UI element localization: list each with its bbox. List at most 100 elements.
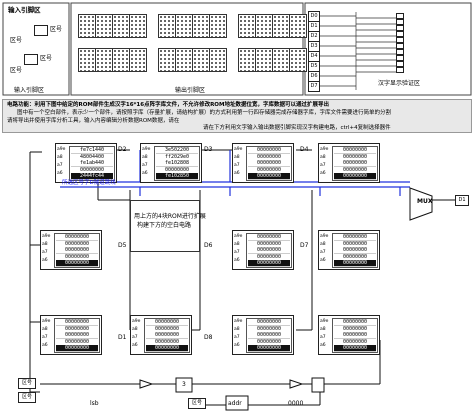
rom-pin-label: a8 bbox=[142, 155, 148, 160]
rom-pin-label: a9e bbox=[142, 147, 151, 152]
input-region-footer: 输入引脚区 bbox=[14, 87, 45, 94]
notice-line-3: 请将导出并使用字库分析工具，输入内容编辑分析数据ROM数据，请在 bbox=[7, 118, 180, 124]
label-d4: D4 bbox=[300, 146, 309, 153]
input-region-title: 输入引脚区 bbox=[8, 6, 41, 14]
display-cell bbox=[272, 48, 290, 72]
zero-label: 0000 bbox=[288, 400, 304, 407]
display-cell bbox=[238, 48, 256, 72]
test-led bbox=[396, 13, 404, 19]
rom-pin-label: a8 bbox=[234, 327, 240, 332]
label-d2: D2 bbox=[118, 146, 127, 153]
instruction-notice: 电路功能：利用下图中给定的ROM部件生成汉字16*16点阵字库文件，不允许修改R… bbox=[2, 99, 472, 133]
label-d7: D7 bbox=[300, 242, 309, 249]
rom-pin-label: a7 bbox=[234, 335, 240, 340]
display-cell bbox=[158, 14, 176, 38]
rom-pin-label: a9e bbox=[42, 319, 51, 324]
label-d1: D1 bbox=[118, 334, 127, 341]
output-region-label: 输出引脚区 bbox=[175, 87, 206, 94]
display-cell bbox=[289, 14, 307, 38]
input-pin-2-label: 区号 bbox=[40, 55, 53, 62]
mux-label: MUX bbox=[417, 198, 433, 205]
rom-pin-label: a9e bbox=[320, 234, 329, 239]
rom-pin-label: a7 bbox=[234, 163, 240, 168]
display-cell bbox=[289, 48, 307, 72]
display-cell bbox=[112, 14, 130, 38]
rom-pin-label: a8 bbox=[320, 327, 326, 332]
display-cell bbox=[272, 14, 290, 38]
bottom-input-pin-1[interactable]: 区号 bbox=[18, 378, 36, 389]
test-led bbox=[396, 25, 404, 31]
bottom-input-pin-2[interactable]: 区号 bbox=[18, 392, 36, 403]
label-d5: D5 bbox=[118, 242, 127, 249]
blank-note-1: 用上方的4块ROM进行扩展 bbox=[134, 213, 206, 220]
display-cell bbox=[78, 48, 96, 72]
rom-pin-label: a9e bbox=[132, 319, 141, 324]
display-cell bbox=[175, 14, 193, 38]
rom-pin-label: a7 bbox=[57, 163, 63, 168]
input-caption-2: 区号 bbox=[10, 67, 23, 74]
rom-pin-label: a9e bbox=[320, 147, 329, 152]
rom-pin-label: a6 bbox=[234, 171, 240, 176]
rom-pin-label: a7 bbox=[42, 250, 48, 255]
rom-pin-label: a8 bbox=[320, 155, 326, 160]
rom-data-row: 00000000 bbox=[56, 345, 98, 352]
rom-pin-label: a7 bbox=[320, 250, 326, 255]
rom-pin-label: a7 bbox=[142, 163, 148, 168]
rom-pin-label: a6 bbox=[132, 343, 138, 348]
rom-pin-label: a8 bbox=[42, 242, 48, 247]
rom-pin-label: a7 bbox=[320, 163, 326, 168]
test-led bbox=[396, 49, 404, 55]
rom-data-row: 00000000 bbox=[248, 173, 290, 180]
input-caption-1: 区号 bbox=[10, 37, 23, 44]
rom-pin-label: a9e bbox=[42, 234, 51, 239]
display-cell bbox=[158, 48, 176, 72]
rom-pin-label: a6 bbox=[42, 258, 48, 263]
test-led bbox=[396, 67, 404, 73]
display-cell bbox=[112, 48, 130, 72]
display-cell bbox=[209, 14, 227, 38]
rom-pin-label: a6 bbox=[234, 258, 240, 263]
rom-pin-label: a8 bbox=[57, 155, 63, 160]
rom-pin-label: a6 bbox=[57, 171, 63, 176]
input-pin-1[interactable] bbox=[34, 25, 48, 36]
test-led bbox=[396, 55, 404, 61]
display-cell bbox=[129, 14, 147, 38]
rom-pin-label: a9e bbox=[234, 147, 243, 152]
rom-pin-label: a6 bbox=[320, 343, 326, 348]
rom-pin-label: a7 bbox=[132, 335, 138, 340]
input-pin-1-label: 区号 bbox=[50, 26, 63, 33]
display-cell bbox=[255, 14, 273, 38]
bottom-input-pin-3[interactable]: 区号 bbox=[188, 398, 206, 409]
label-d6: D6 bbox=[204, 242, 213, 249]
test-led bbox=[396, 37, 404, 43]
rom-pin-label: a6 bbox=[42, 343, 48, 348]
input-pin-2[interactable] bbox=[24, 54, 38, 65]
rom-pin-label: a9e bbox=[320, 319, 329, 324]
output-pin-d1[interactable]: D1 bbox=[455, 195, 469, 206]
rom-data-row: 00000000 bbox=[334, 173, 376, 180]
rom-data-row: 00000000 bbox=[334, 345, 376, 352]
notice-line-2: 图中有一个空白部件，表示少一个部件，请按照字库（存量扩展，请结构扩展）的方式利用… bbox=[17, 110, 392, 116]
output-pin-d7[interactable]: D7 bbox=[308, 81, 320, 92]
counter-label: 3 bbox=[182, 381, 186, 388]
rom-pin-label: a8 bbox=[42, 327, 48, 332]
test-led bbox=[396, 31, 404, 37]
